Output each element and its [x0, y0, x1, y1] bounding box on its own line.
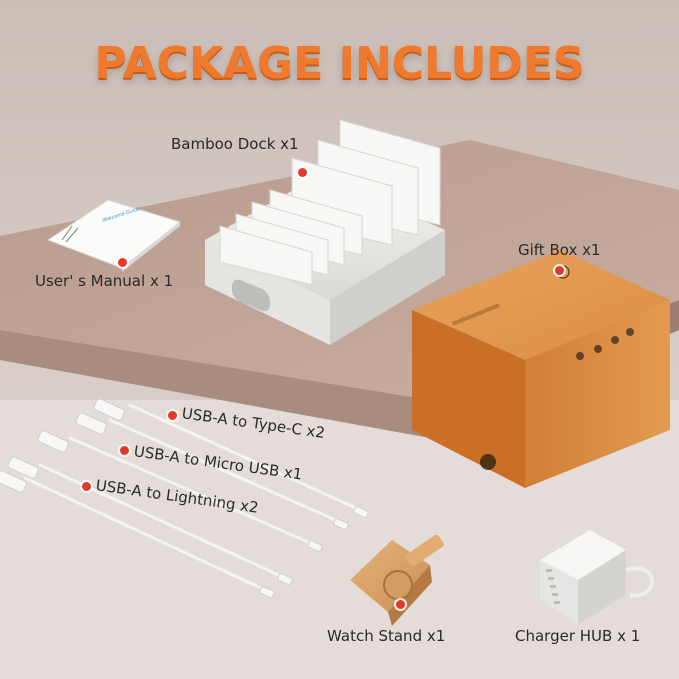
marker-dot-dock: [298, 168, 307, 177]
user-manual-graphic: Welcome Guide: [46, 199, 182, 272]
marker-dot-watch: [396, 600, 405, 609]
label-gift-box: Gift Box x1: [518, 241, 601, 259]
marker-dot-giftbox: [555, 266, 564, 275]
table-front-edge: [0, 330, 430, 438]
label-bamboo-dock: Bamboo Dock x1: [171, 135, 299, 153]
page-title: PACKAGE INCLUDES: [94, 38, 585, 89]
marker-dot-cable-lightning: [82, 482, 91, 491]
marker-dot-cable-typec: [168, 411, 177, 420]
marker-dot-manual: [118, 258, 127, 267]
charger-hub-graphic: [540, 530, 654, 625]
watch-stand-graphic: [350, 534, 444, 626]
cable-plugs-graphic: [0, 398, 369, 598]
label-charger-hub: Charger HUB x 1: [515, 627, 641, 645]
bamboo-dock-graphic: [205, 119, 445, 345]
cables-graphic: [23, 403, 362, 592]
marker-dot-cable-micro: [120, 446, 129, 455]
label-watch-stand: Watch Stand x1: [327, 627, 446, 645]
gift-box-graphic: [412, 250, 670, 488]
label-user-manual: User' s Manual x 1: [35, 272, 174, 290]
